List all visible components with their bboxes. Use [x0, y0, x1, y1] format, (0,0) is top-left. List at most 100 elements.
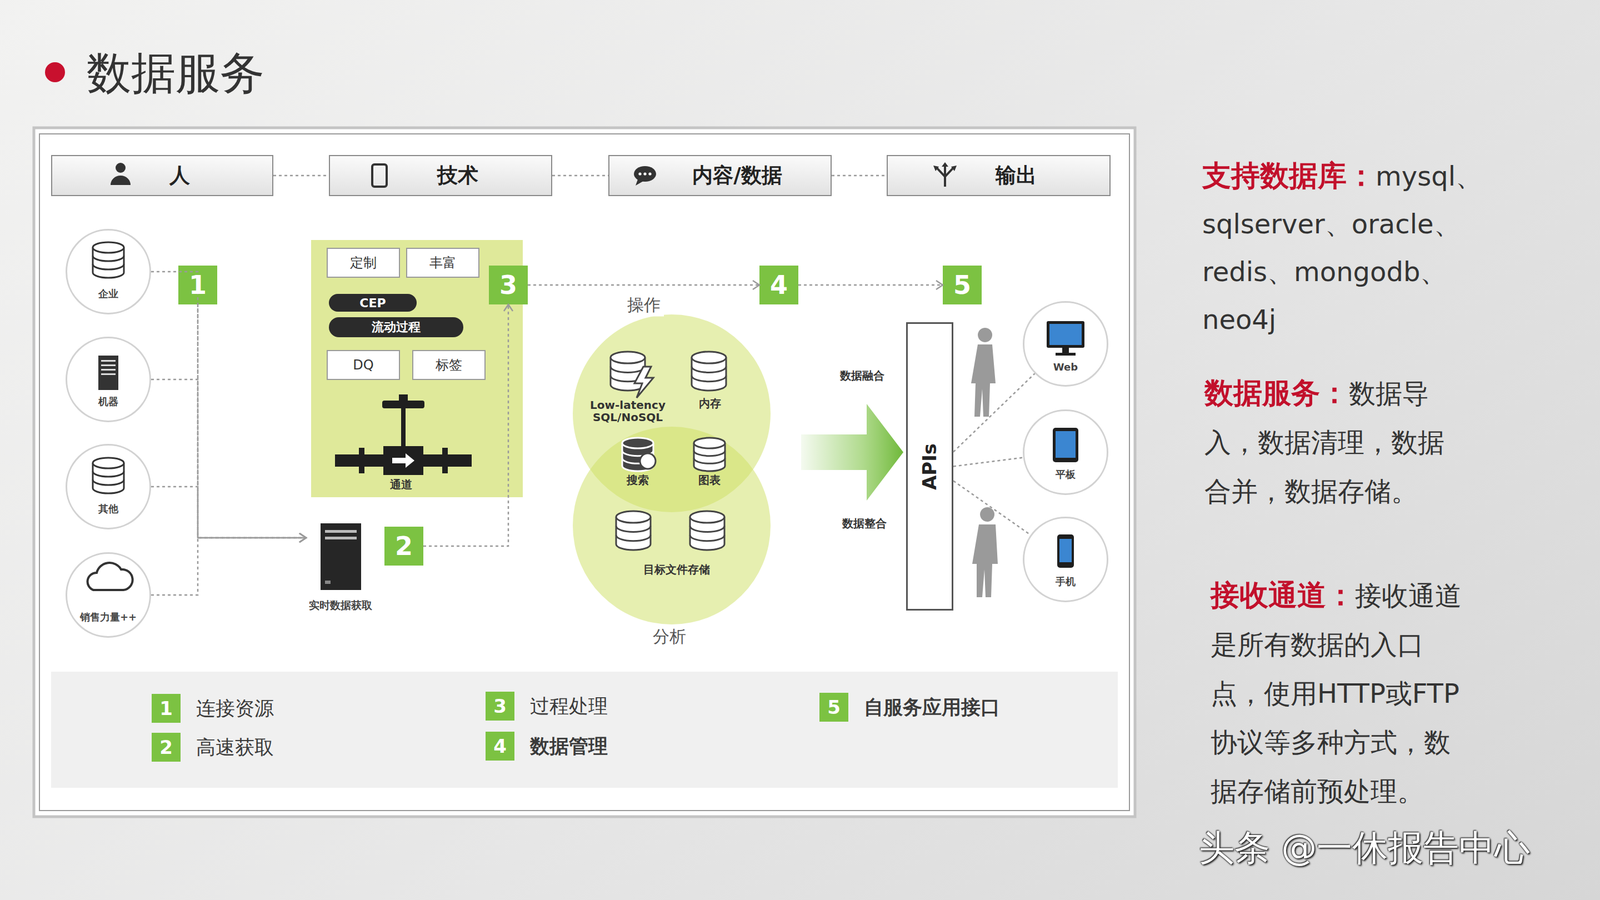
node-circ: 平板 [1022, 409, 1109, 495]
node-circ: 企业 [65, 228, 152, 315]
circle-fill [1022, 301, 1109, 387]
node-hdr: 内容/数据 [608, 155, 832, 197]
node-text: CEP [359, 296, 386, 310]
database-band [610, 366, 645, 373]
database-icon [690, 511, 725, 523]
database-band [616, 526, 651, 533]
search-icon [640, 453, 656, 469]
dotted-connector [151, 271, 307, 538]
machine-icon [101, 364, 116, 367]
side-text: 接收通道是所有数据的入口点，使用HTTP或FTP协议等多种方式，数据存储前预处理… [1210, 580, 1462, 807]
database-icon [92, 242, 124, 253]
node-sbox: 标签 [412, 350, 486, 380]
valve-wheel [398, 394, 408, 402]
database-band [92, 263, 124, 270]
database-icon [691, 351, 727, 364]
dotted-connector [527, 284, 760, 287]
node-text: 3 [499, 270, 518, 300]
title-bullet [45, 62, 65, 83]
node-text: 5 [953, 270, 972, 300]
node-hdr: 技术 [328, 155, 553, 197]
legend-text: 连接资源 [196, 695, 274, 722]
node-text: 流动过程 [371, 318, 421, 336]
monitor-icon [1049, 323, 1082, 345]
dotted-connector [273, 175, 329, 177]
venn-circle [572, 426, 771, 625]
circle-fill [65, 228, 152, 315]
database-band [622, 458, 654, 464]
monitor-icon [1046, 321, 1085, 348]
database-icon [693, 443, 725, 472]
phone-icon [1059, 538, 1072, 563]
node-text: 定制 [350, 253, 377, 272]
node-circ: 机器 [65, 336, 152, 423]
side-paragraph: 支持数据库：mysql、sqlserver、oracle、redis、mongo… [1202, 155, 1497, 347]
side-heading: 数据服务： [1204, 376, 1349, 410]
database-band [690, 526, 725, 533]
database-icon [690, 517, 725, 550]
node-text: 内容/数据 [692, 161, 783, 190]
machine-icon [101, 373, 116, 375]
circle-fill [1022, 516, 1109, 603]
node-text: 内存 [698, 397, 722, 410]
node-api: APIs [906, 322, 954, 611]
server-icon [325, 536, 357, 540]
side-paragraph: 接收通道：接收通道是所有数据的入口点，使用HTTP或FTP协议等多种方式，数据存… [1210, 573, 1464, 819]
side-paragraph: 数据服务：数据导入，数据清理，数据合并，数据存储。 [1204, 371, 1452, 519]
database-band [691, 375, 727, 382]
node-text: 输出 [995, 161, 1037, 190]
dotted-connector [197, 304, 307, 538]
node-circ: 手机 [1022, 516, 1109, 603]
chat-icon [638, 172, 642, 175]
callout-number: 4 [485, 731, 515, 761]
database-band [693, 458, 725, 464]
person-silhouette [971, 327, 996, 417]
database-icon [92, 247, 124, 278]
database-band [622, 450, 654, 457]
diagram-frame [33, 127, 1135, 817]
device-icon [372, 164, 387, 187]
node-num: 2 [384, 526, 424, 566]
legend-text: 数据管理 [530, 733, 608, 760]
database-icon [616, 517, 651, 550]
machine-icon [101, 368, 116, 371]
node-text: 销售力量++ [80, 610, 137, 624]
dotted-connector [552, 175, 609, 177]
cloud-icon [87, 562, 133, 590]
callout-number: 5 [819, 692, 849, 722]
circle-fill [1022, 409, 1109, 495]
node-text: 实时数据获取 [308, 598, 373, 613]
node-srv: 实时数据获取 [306, 519, 375, 613]
database-icon [622, 443, 654, 472]
node-pill: CEP [328, 293, 417, 312]
node-hdr: 输出 [886, 155, 1111, 197]
legend-text: 过程处理 [530, 693, 608, 720]
database-icon [622, 437, 654, 449]
callout-number: 3 [485, 691, 515, 721]
machine-icon [101, 360, 116, 362]
dotted-connector [953, 481, 1031, 535]
database-icon [92, 457, 124, 469]
monitor-icon [1062, 347, 1069, 354]
node-text: 技术 [437, 161, 479, 190]
server-icon [320, 523, 362, 590]
node-text: 搜索 [626, 473, 649, 487]
node-text: APIs [918, 442, 942, 490]
node-text: 机器 [98, 395, 119, 409]
dotted-connector [953, 457, 1024, 467]
node-hdr: 人 [51, 155, 274, 197]
flow-arrow [801, 403, 904, 501]
circle-fill [65, 552, 152, 638]
database-band [610, 375, 645, 382]
node-num: 3 [488, 265, 528, 305]
node-text: 标签 [435, 356, 463, 374]
dotted-connector [798, 284, 943, 287]
output-icon [933, 162, 957, 172]
phone-icon [1057, 534, 1074, 568]
database-band [693, 450, 725, 457]
side-heading: 接收通道： [1210, 578, 1355, 612]
node-text: 图表 [698, 473, 721, 487]
circle-fill [65, 443, 152, 530]
edge-label: 操作 [623, 293, 664, 317]
